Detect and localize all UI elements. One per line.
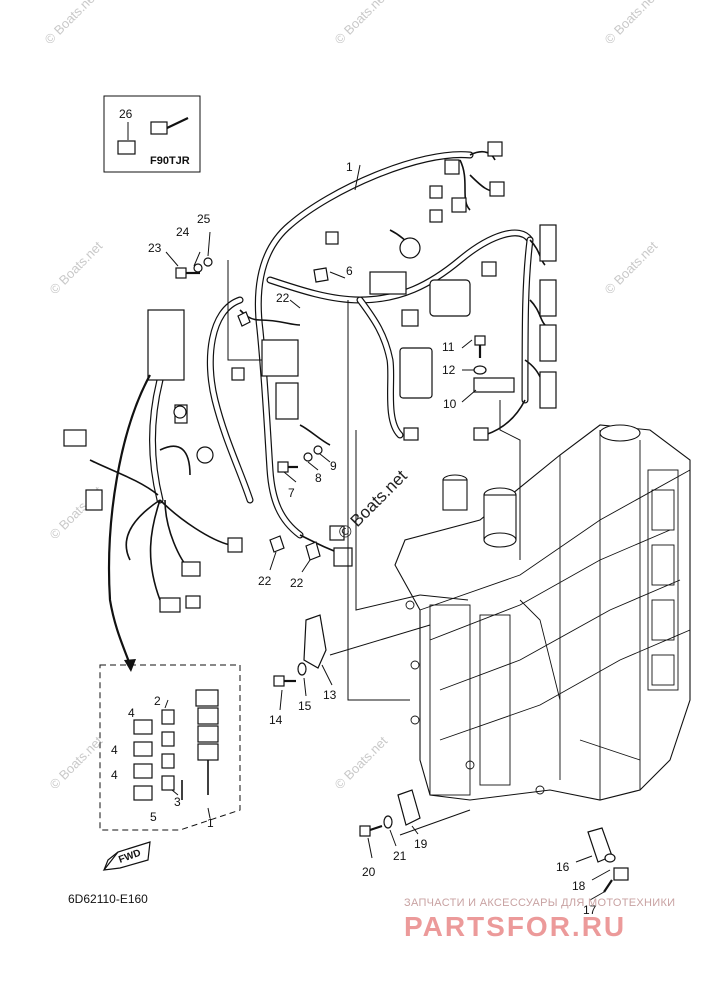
connector-block (429, 279, 471, 317)
connector (444, 159, 460, 175)
hardware-parts (175, 257, 629, 893)
brand-logo: ЗАПЧАСТИ И АКСЕССУАРЫ ДЛЯ МОТОТЕХНИКИ PA… (404, 897, 675, 942)
connector (403, 427, 419, 441)
main-wiring-harness (89, 150, 546, 601)
callout-7: 7 (288, 486, 295, 500)
ground-terminal (173, 405, 187, 419)
watermark: © Boats.net (47, 238, 106, 297)
connector (481, 261, 497, 277)
callout-1: 1 (207, 816, 214, 830)
connector (63, 429, 87, 447)
callout-15: 15 (298, 699, 312, 713)
brand-name: PARTSFOR.RU (404, 911, 626, 942)
watermark: © Boats.net (332, 733, 391, 792)
callout-26: 26 (119, 107, 133, 121)
fuse-holder (261, 339, 299, 377)
connector (329, 525, 345, 541)
watermark: © Boats.net (602, 238, 661, 297)
sensor (399, 237, 421, 259)
ignition-coil-connector (539, 371, 557, 409)
relay-bank (147, 309, 185, 381)
connector (473, 427, 489, 441)
connector (401, 309, 419, 327)
callout-labels: 1 1 2 3 4 4 4 5 6 7 8 9 10 11 12 13 14 1… (111, 160, 597, 917)
callout-20: 20 (362, 865, 376, 879)
inset-box: 26 F90TJR (103, 95, 201, 173)
connector (227, 537, 243, 553)
callout-19: 19 (414, 837, 428, 851)
connector-block (369, 271, 407, 295)
inset-frame (103, 95, 201, 173)
callout-9: 9 (330, 459, 337, 473)
callout-3: 3 (174, 795, 181, 809)
watermark-center: © Boats.net (334, 466, 411, 543)
callout-13: 13 (323, 688, 337, 702)
watermark: © Boats.net (602, 0, 661, 47)
callout-17: 17 (583, 903, 597, 917)
engine-block (394, 424, 691, 801)
inset-label: F90TJR (150, 155, 190, 167)
reference-lines (107, 164, 611, 901)
connector (159, 597, 181, 613)
connector-26 (117, 140, 136, 155)
callout-11: 11 (442, 340, 455, 354)
connector-26-mate (150, 121, 168, 135)
callout-1: 1 (346, 160, 353, 174)
watermark: © Boats.net (42, 0, 101, 47)
connector (333, 547, 353, 567)
brand-subtitle: ЗАПЧАСТИ И АКСЕССУАРЫ ДЛЯ МОТОТЕХНИКИ (404, 897, 675, 909)
callout-22: 22 (290, 576, 304, 590)
ignition-coil-connector (539, 324, 557, 362)
callout-5: 5 (150, 810, 157, 824)
fuse-holder (275, 382, 299, 420)
callout-18: 18 (572, 879, 586, 893)
callout-16: 16 (556, 860, 570, 874)
watermark: © Boats.net (47, 733, 106, 792)
callout-2: 2 (154, 694, 161, 708)
callout-22: 22 (258, 574, 272, 588)
connector (185, 595, 201, 609)
detail-inset (99, 664, 241, 831)
callout-14: 14 (269, 713, 283, 727)
connector (451, 197, 467, 213)
connector (231, 367, 245, 381)
relay-module (399, 347, 433, 399)
harness-connectors (63, 141, 557, 613)
callout-21: 21 (393, 849, 407, 863)
part-code: 6D62110-E160 (68, 892, 148, 906)
callout-10: 10 (443, 397, 457, 411)
connector (181, 561, 201, 577)
callout-4: 4 (128, 706, 135, 720)
watermark: © Boats.net (332, 0, 391, 47)
callout-4: 4 (111, 768, 118, 782)
callout-25: 25 (197, 212, 211, 226)
callout-4: 4 (111, 743, 118, 757)
fwd-arrow-icon: FWD (102, 841, 151, 871)
callout-6: 6 (346, 264, 353, 278)
connector (487, 141, 503, 157)
ignition-coil-connector (539, 279, 557, 317)
connector (489, 181, 505, 197)
callout-8: 8 (315, 471, 322, 485)
callout-24: 24 (176, 225, 190, 239)
bracket-10 (473, 377, 515, 393)
connector (85, 489, 103, 511)
ignition-coil-connector (539, 224, 557, 262)
callout-22: 22 (276, 291, 290, 305)
callout-23: 23 (148, 241, 162, 255)
connector (429, 185, 443, 199)
connector (325, 231, 339, 245)
callout-12: 12 (442, 363, 456, 377)
connector (429, 209, 443, 223)
ground-terminal (196, 446, 214, 464)
